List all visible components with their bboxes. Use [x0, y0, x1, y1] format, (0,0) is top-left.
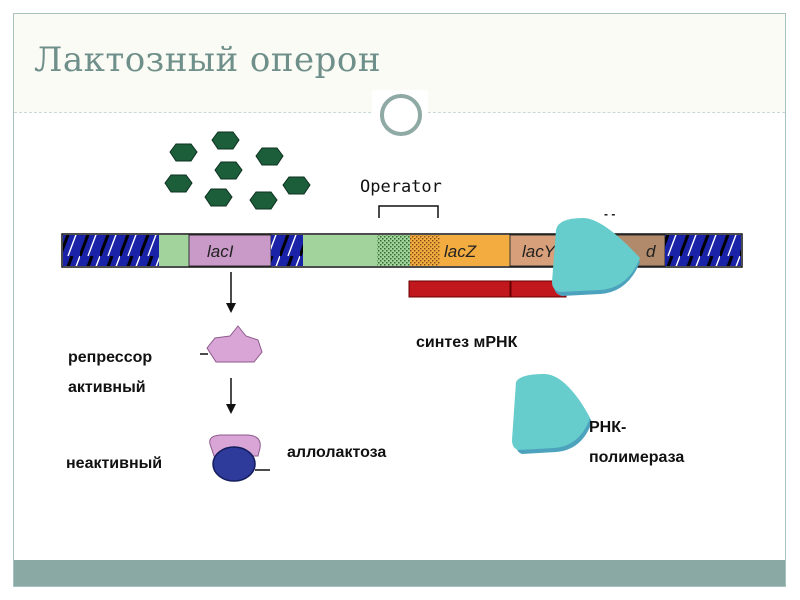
- repressor-active-icon: [206, 325, 263, 363]
- label-rna: РНК-: [589, 419, 626, 436]
- slide-title: Лактозный оперон: [34, 40, 382, 80]
- dna-strip: lacI lacZ lacY d: [61, 233, 743, 268]
- ring-ornament-icon: [380, 94, 422, 136]
- lactose-molecule-icon: [204, 188, 233, 207]
- dna-segment-middle: [271, 235, 303, 266]
- gene-laci: [188, 234, 272, 267]
- lactose-molecule-icon: [255, 147, 284, 166]
- rna-polymerase-free: [512, 374, 592, 454]
- lactose-molecule-icon: [214, 161, 243, 180]
- arrow-laci-to-repressor: [226, 272, 236, 313]
- rna-polymerase-bound: [552, 218, 640, 296]
- gene-label-laci: lacI: [207, 242, 234, 261]
- promoter-lac: [303, 235, 377, 266]
- mrna-bar: [408, 280, 567, 298]
- lactose-molecule-icon: [211, 131, 240, 150]
- gene-label-laca: d: [646, 242, 656, 261]
- gene-lacz: [440, 235, 510, 266]
- promoter-operator-overlap: [377, 235, 410, 266]
- slide-footer-bar: [14, 560, 785, 586]
- label-allolactose: аллолактоза: [287, 444, 386, 461]
- label-inactive: неактивный: [66, 455, 162, 472]
- label-active: активный: [68, 379, 146, 396]
- label-polymerase: полимераза: [589, 449, 684, 466]
- dna-segment-right: [665, 235, 741, 266]
- lactose-molecule-icon: [249, 191, 278, 210]
- gene-label-lacz: lacZ: [444, 242, 477, 261]
- lactose-molecules: [164, 131, 311, 210]
- operator-label: Operator: [360, 177, 442, 197]
- lactose-molecule-icon: [164, 174, 193, 193]
- arrow-active-to-inactive: [226, 378, 236, 414]
- label-mrna-synthesis: синтез мРНК: [416, 334, 518, 351]
- label-repressor: репрессор: [68, 349, 152, 366]
- lactose-molecule-icon: [169, 143, 198, 162]
- allolactose-bound-icon: [212, 446, 256, 482]
- operator-bracket: [378, 205, 439, 218]
- gene-label-lacy: lacY: [522, 242, 557, 261]
- small-mark: - -: [604, 207, 615, 221]
- dna-segment-left: [63, 235, 159, 266]
- slide-frame: [13, 13, 786, 587]
- lactose-molecule-icon: [282, 176, 311, 195]
- operator-region: [410, 235, 440, 266]
- promoter-laci: [159, 235, 189, 266]
